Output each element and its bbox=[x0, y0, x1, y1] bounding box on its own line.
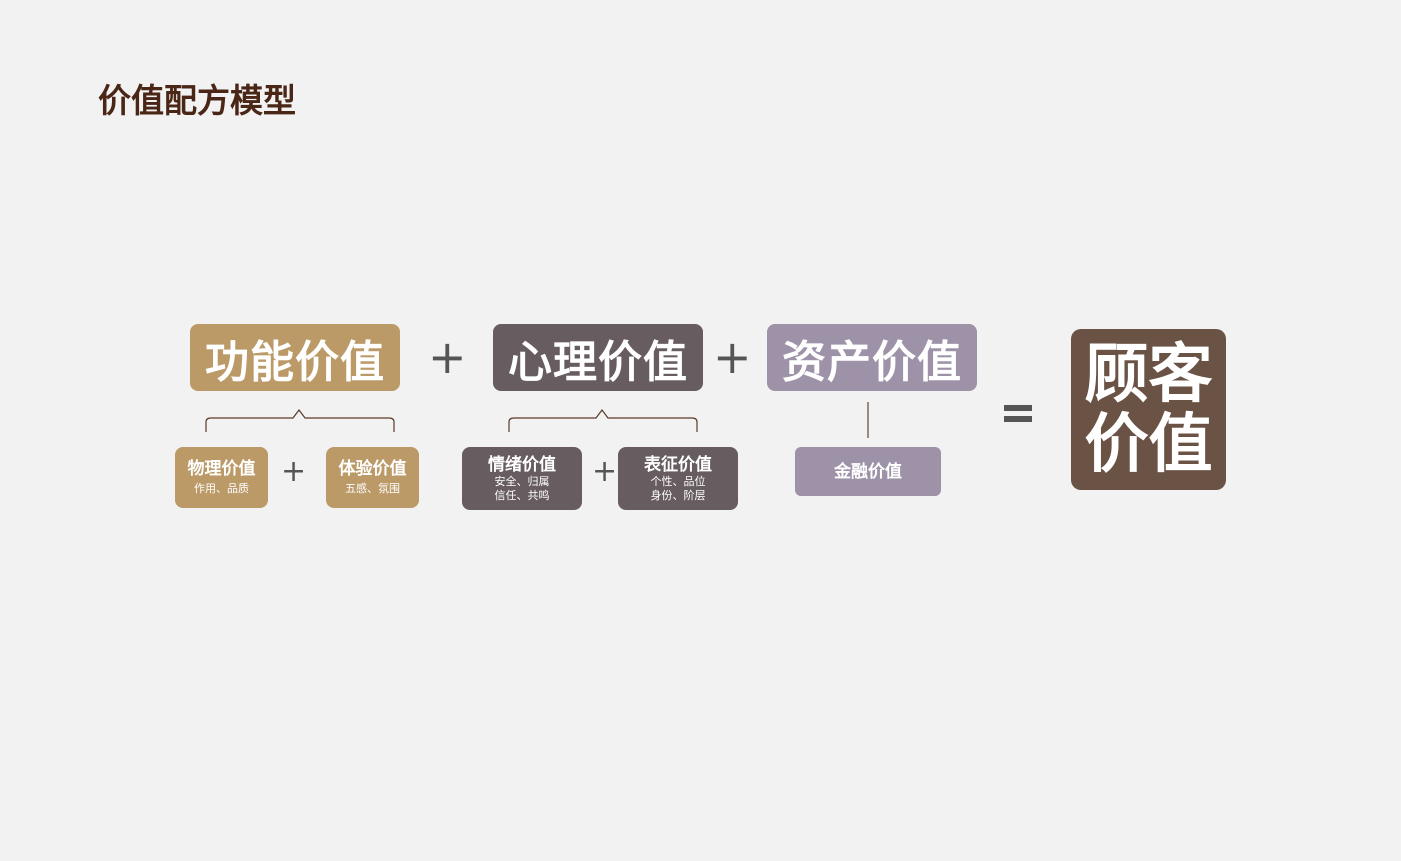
connector-line-asset bbox=[867, 402, 869, 438]
functional-value-box: 功能价值 bbox=[190, 324, 400, 391]
experience-value-title: 体验价值 bbox=[338, 459, 407, 479]
page-title: 价值配方模型 bbox=[98, 81, 296, 120]
equals-operator bbox=[1004, 398, 1032, 428]
plus-operator-3: + bbox=[281, 454, 307, 489]
emotional-value-desc-2: 信任、共鸣 bbox=[494, 488, 550, 502]
experience-value-box: 体验价值 五感、氛围 bbox=[326, 447, 419, 508]
plus-operator-1: + bbox=[428, 330, 467, 384]
customer-value-line1: 顾客 bbox=[1084, 337, 1213, 412]
experience-value-desc: 五感、氛围 bbox=[345, 482, 400, 495]
plus-operator-2: + bbox=[713, 330, 752, 384]
symbolic-value-desc-2: 身份、阶层 bbox=[650, 488, 706, 502]
asset-value-box: 资产价值 bbox=[767, 324, 977, 391]
financial-value-title: 金融价值 bbox=[834, 461, 902, 482]
physical-value-desc: 作用、品质 bbox=[194, 482, 249, 495]
symbolic-value-box: 表征价值 个性、品位 身份、阶层 bbox=[618, 447, 738, 510]
functional-value-label: 功能价值 bbox=[205, 336, 385, 388]
symbolic-value-desc-1: 个性、品位 bbox=[650, 474, 706, 488]
physical-value-title: 物理价值 bbox=[187, 459, 256, 479]
plus-operator-4: + bbox=[592, 454, 618, 489]
brace-functional bbox=[205, 409, 395, 432]
emotional-value-title: 情绪价值 bbox=[488, 454, 556, 475]
psychological-value-label: 心理价值 bbox=[508, 336, 688, 388]
brace-psychological bbox=[508, 409, 698, 432]
financial-value-box: 金融价值 bbox=[795, 447, 941, 496]
customer-value-line2: 价值 bbox=[1084, 407, 1213, 482]
psychological-value-box: 心理价值 bbox=[493, 324, 703, 391]
emotional-value-desc-1: 安全、归属 bbox=[494, 474, 550, 488]
emotional-value-box: 情绪价值 安全、归属 信任、共鸣 bbox=[462, 447, 582, 510]
customer-value-box: 顾客 价值 bbox=[1071, 329, 1226, 490]
symbolic-value-title: 表征价值 bbox=[644, 454, 712, 475]
asset-value-label: 资产价值 bbox=[782, 336, 962, 388]
physical-value-box: 物理价值 作用、品质 bbox=[175, 447, 268, 508]
